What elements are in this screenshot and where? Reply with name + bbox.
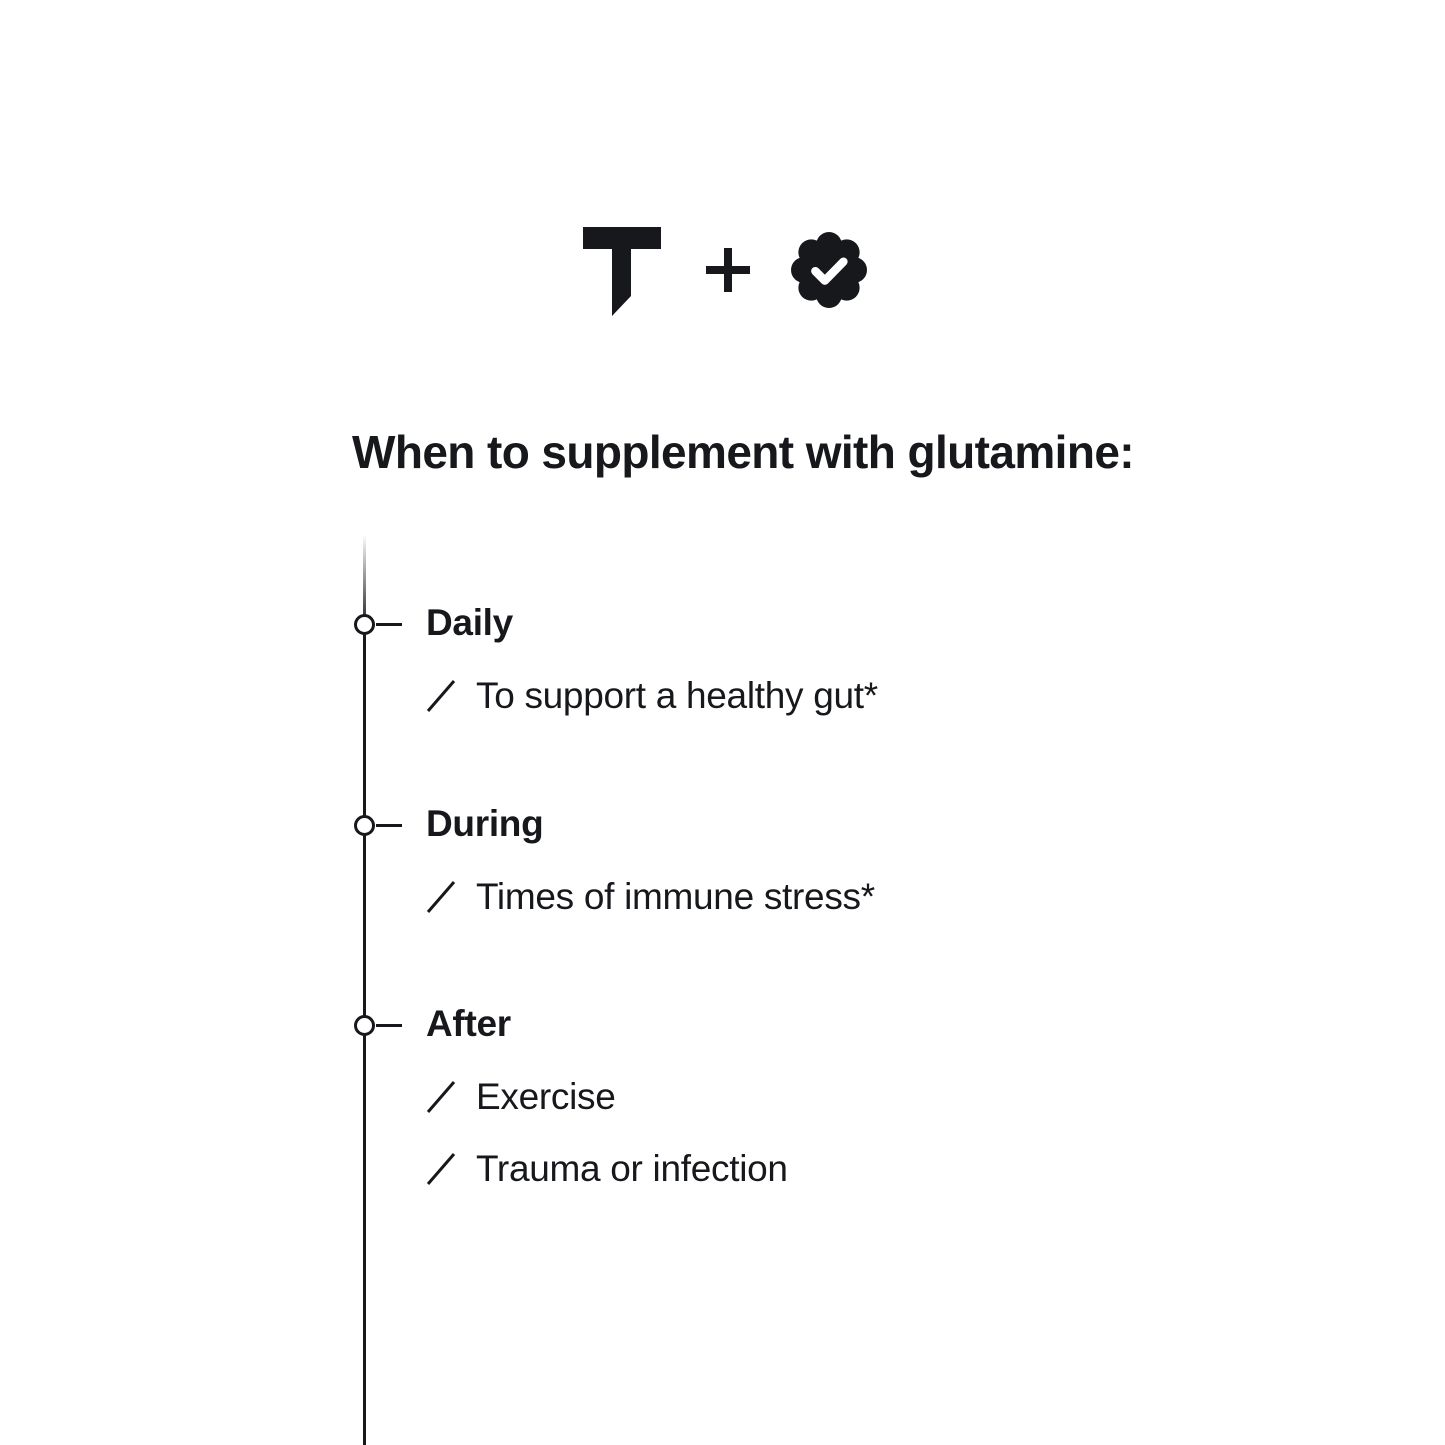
list-item-label: Trauma or infection [476, 1148, 788, 1189]
timeline-node-circle-icon [354, 815, 375, 836]
timeline-group-items: Exercise Trauma or infection [426, 1061, 788, 1205]
list-item: To support a healthy gut* [426, 660, 878, 732]
timeline-group-items: Times of immune stress* [426, 861, 875, 933]
timeline-node-tick-icon [376, 623, 402, 626]
timeline-spine [363, 534, 366, 1445]
plus-icon [705, 247, 751, 293]
timeline-node-circle-icon [354, 1015, 375, 1036]
page-title: When to supplement with glutamine: [352, 426, 1135, 478]
list-item: Times of immune stress* [426, 861, 875, 933]
timeline-node-circle-icon [354, 614, 375, 635]
thorne-t-logo-icon [579, 224, 665, 316]
verified-check-badge-icon [790, 232, 867, 308]
timeline: Daily To support a healthy gut* During [352, 534, 1352, 1445]
slash-bullet-icon [426, 1080, 476, 1114]
list-item-label: Times of immune stress* [476, 876, 875, 917]
slash-bullet-icon [426, 1152, 476, 1186]
slash-bullet-icon [426, 880, 476, 914]
timeline-group-title: Daily [426, 602, 513, 643]
timeline-group-title: After [426, 1003, 511, 1044]
slash-bullet-icon [426, 679, 476, 713]
timeline-group-items: To support a healthy gut* [426, 660, 878, 732]
timeline-node-tick-icon [376, 1024, 402, 1027]
timeline-group-title: During [426, 803, 544, 844]
list-item-label: To support a healthy gut* [476, 675, 878, 716]
timeline-node-tick-icon [376, 824, 402, 827]
list-item: Exercise [426, 1061, 788, 1133]
list-item: Trauma or infection [426, 1133, 788, 1205]
logo-row [0, 222, 1445, 318]
list-item-label: Exercise [476, 1076, 616, 1117]
